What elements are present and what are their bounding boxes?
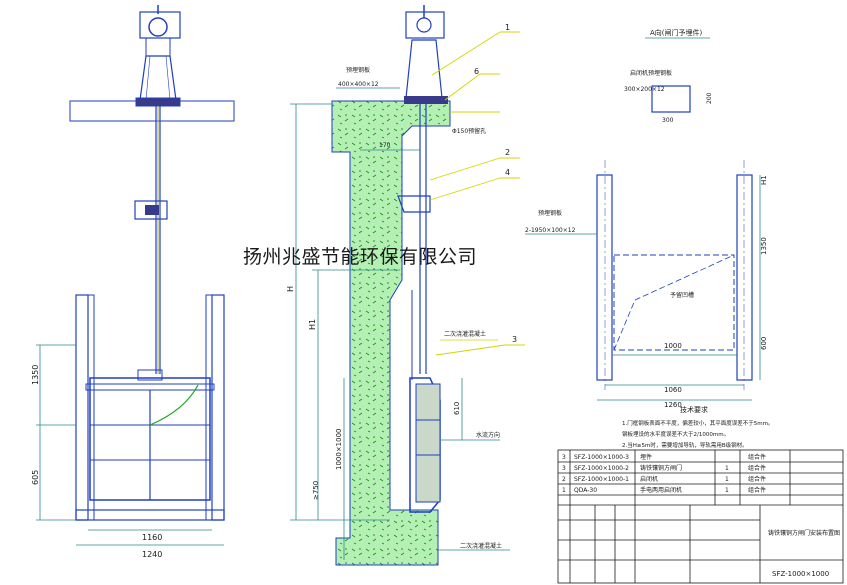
dim-1260: 1260 [664,401,682,409]
tech-line-1: 1.门框钢板表面不平度，偏差较小，其平面度误差不于5mm。 [622,419,773,427]
row-2-type: 组合件 [748,464,766,472]
drawing-title: 铸铁镶铜方闸门安装布置图 [768,529,840,537]
dim-605-left: 605 [31,470,40,485]
dim-610: 610 [453,402,461,415]
callout-1: 1 [505,23,510,32]
section-view: 1 6 2 4 3 预埋钢板 400×400×12 Φ150预留孔 170 H … [286,5,525,566]
callout-4: 4 [505,168,510,177]
label-hole: Φ150预留孔 [452,127,486,135]
frame-right-rail [211,294,225,521]
frame-left-rail [75,294,89,521]
dim-1350-a: 1350 [760,237,768,255]
tech-heading: 技术要求 [680,405,708,414]
label-reserve: 予留凹槽 [670,291,694,299]
callout-6: 6 [474,67,479,76]
parts-table [557,449,844,584]
note-grout-top: 二次浇灌混凝土 [444,330,486,338]
view-a-title: A向(闸门予埋件) [650,28,703,37]
dim-600-a: 600 [760,337,768,350]
reserve-notch [613,254,735,351]
concrete-wall [331,100,451,566]
label-embedded-plate: 预埋钢板 [346,66,370,74]
row-2-name: 铸铁镶铜方闸门 [640,464,682,472]
view-a: A向(闸门予埋件) 启闭机预埋钢板 300×200×12 200 300 予留凹… [525,28,768,409]
row-3-code: SFZ-1000×1000-1 [574,476,629,483]
stem-guide [134,200,168,220]
callout-2: 2 [505,148,510,157]
front-view: 1350 605 1160 1240 [31,5,235,559]
row-3-name: 启闭机 [640,475,658,483]
tech-line-3: 2.当H≥5m时，需要增加导轨，导轨需用B级钢材。 [622,441,748,449]
callout-leaders [429,31,525,356]
dim-H1: H1 [308,319,317,330]
callout-3: 3 [512,335,517,344]
dim-1000-a: 1000 [664,342,682,350]
label-plate-size: 400×400×12 [338,81,379,88]
dim-750: ≥750 [312,481,320,500]
dim-H: H [286,286,295,292]
dim-200: 200 [706,92,713,104]
row-1-no: 3 [562,454,566,461]
section-dimensions [290,103,463,560]
rail-right [736,174,753,381]
row-2-code: SFZ-1000×1000-2 [574,465,629,472]
label-side-plate-size: 2-1950×100×12 [525,227,576,234]
note-grout-bottom: 二次浇灌混凝土 [460,542,502,550]
dim-300: 300 [662,117,674,124]
label-side-plate: 预埋钢板 [538,209,562,217]
row-3-type: 组合件 [748,475,766,483]
dim-1000: 1000×1000 [335,429,343,471]
row-4-type: 组合件 [748,486,766,494]
label-actuator-plate-size: 300×200×12 [624,86,665,93]
row-4-no: 1 [562,487,566,494]
tech-line-2: 钢板埋设的水平度误差不大于2/1000mm。 [622,430,729,438]
dim-1350-left: 1350 [31,365,40,385]
tech-notes: 技术要求 1.门框钢板表面不平度，偏差较小，其平面度误差不于5mm。 钢板埋设的… [622,405,773,449]
note-water-flow: 水流方向 [476,431,500,439]
row-1-type: 组合件 [748,453,766,461]
label-actuator-plate: 启闭机预埋钢板 [630,69,672,77]
row-2-no: 3 [562,465,566,472]
actuator-plate [651,85,691,113]
parts-rows: 3 SFZ-1000×1000-3 埋件 组合件 3 SFZ-1000×1000… [562,453,840,578]
dim-1160: 1160 [142,533,162,542]
row-3-no: 2 [562,476,566,483]
dim-170: 170 [379,142,391,149]
dim-1240: 1240 [142,550,162,559]
dim-H1-a: H1 [760,175,768,185]
handwheel-icon [148,17,168,37]
rail-left [596,174,613,381]
row-2-qty: 1 [725,465,729,472]
actuator-head [139,11,181,39]
row-4-code: QDA-30 [574,487,597,494]
actuator-pedestal [139,55,177,101]
row-4-name: 手电两用启闭机 [640,486,682,494]
view-a-dimensions [597,175,761,401]
row-4-qty: 1 [725,487,729,494]
front-dimensions [36,344,224,546]
row-3-qty: 1 [725,476,729,483]
row-1-code: SFZ-1000×1000-3 [574,454,629,461]
drawing-number: SFZ-1000×1000 [772,570,829,578]
company-watermark: 扬州兆盛节能环保有限公司 [243,246,478,268]
row-1-name: 埋件 [640,453,652,461]
dim-1060: 1060 [664,386,682,394]
